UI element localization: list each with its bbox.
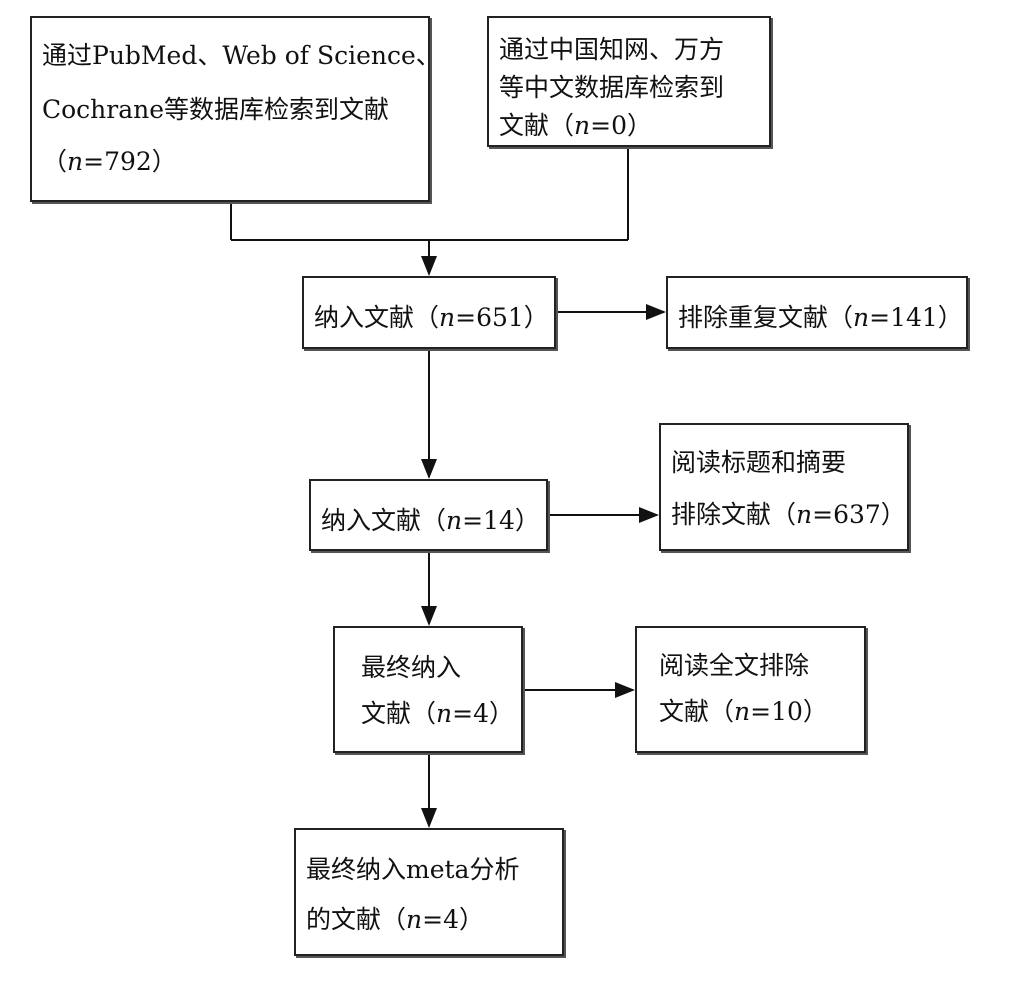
count-value: =4）: [452, 699, 514, 728]
n-symbol: n: [734, 697, 751, 726]
text-fragment: 纳入文献（: [314, 303, 440, 332]
n-symbol: n: [67, 147, 84, 176]
text-fragment: 的文献（: [306, 905, 407, 934]
box-chinese-line3: 文献（n=0）: [499, 106, 652, 142]
text-fragment: 纳入文献（: [321, 506, 447, 535]
n-symbol: n: [436, 699, 453, 728]
count-value: =651）: [455, 303, 549, 332]
count-value: =637）: [812, 500, 906, 529]
count-value: =792）: [83, 147, 177, 176]
box-excluded-title-abstract: 阅读标题和摘要 排除文献（n=637）: [659, 423, 909, 551]
box-final-line1: 最终纳入: [361, 653, 462, 682]
box-english-line1: 通过PubMed、Web of Science、: [42, 41, 441, 70]
box-chinese-line1: 通过中国知网、万方: [499, 35, 725, 64]
box-chinese-databases: 通过中国知网、万方 等中文数据库检索到 文献（n=0）: [487, 16, 771, 147]
box-meta-line2: 的文献（n=4）: [306, 900, 484, 936]
box-final-included: 最终纳入 文献（n=4）: [333, 626, 523, 753]
n-symbol: n: [796, 500, 813, 529]
box-meta-analysis: 最终纳入meta分析 的文献（n=4）: [294, 828, 564, 956]
n-symbol: n: [446, 506, 463, 535]
box-excluded-duplicates: 排除重复文献（n=141）: [666, 276, 968, 349]
n-symbol: n: [574, 111, 591, 140]
box-title-abstract-line1: 阅读标题和摘要: [671, 448, 847, 477]
box-meta-line1: 最终纳入meta分析: [306, 855, 520, 884]
box-english-line3: （n=792）: [42, 142, 177, 178]
count-value: =4）: [422, 905, 484, 934]
n-symbol: n: [406, 905, 423, 934]
text-fragment: 文献（: [659, 697, 735, 726]
box-chinese-line2: 等中文数据库检索到: [499, 73, 725, 102]
box-included-14: 纳入文献（n=14）: [309, 479, 548, 551]
box-fulltext-line1: 阅读全文排除: [659, 651, 810, 680]
text-fragment: 文献（: [499, 111, 575, 140]
box-english-line2: Cochrane等数据库检索到文献: [42, 95, 390, 124]
count-value: =0）: [590, 111, 652, 140]
text-fragment: 排除文献（: [671, 500, 797, 529]
box-excluded-fulltext: 阅读全文排除 文献（n=10）: [635, 626, 866, 753]
count-value: =141）: [869, 303, 963, 332]
box-14-text: 纳入文献（n=14）: [321, 501, 540, 537]
box-duplicates-text: 排除重复文献（n=141）: [678, 298, 963, 334]
text-fragment: 排除重复文献（: [678, 303, 854, 332]
box-final-line2: 文献（n=4）: [361, 694, 514, 730]
box-included-651: 纳入文献（n=651）: [302, 276, 556, 349]
n-symbol: n: [853, 303, 870, 332]
box-english-databases: 通过PubMed、Web of Science、 Cochrane等数据库检索到…: [30, 16, 441, 202]
box-fulltext-line2: 文献（n=10）: [659, 692, 828, 728]
box-651-text: 纳入文献（n=651）: [314, 298, 549, 334]
count-value: =10）: [750, 697, 828, 726]
n-symbol: n: [439, 303, 456, 332]
box-title-abstract-line2: 排除文献（n=637）: [671, 495, 906, 531]
text-fragment: 文献（: [361, 699, 437, 728]
text-fragment: （: [42, 147, 68, 176]
count-value: =14）: [462, 506, 540, 535]
